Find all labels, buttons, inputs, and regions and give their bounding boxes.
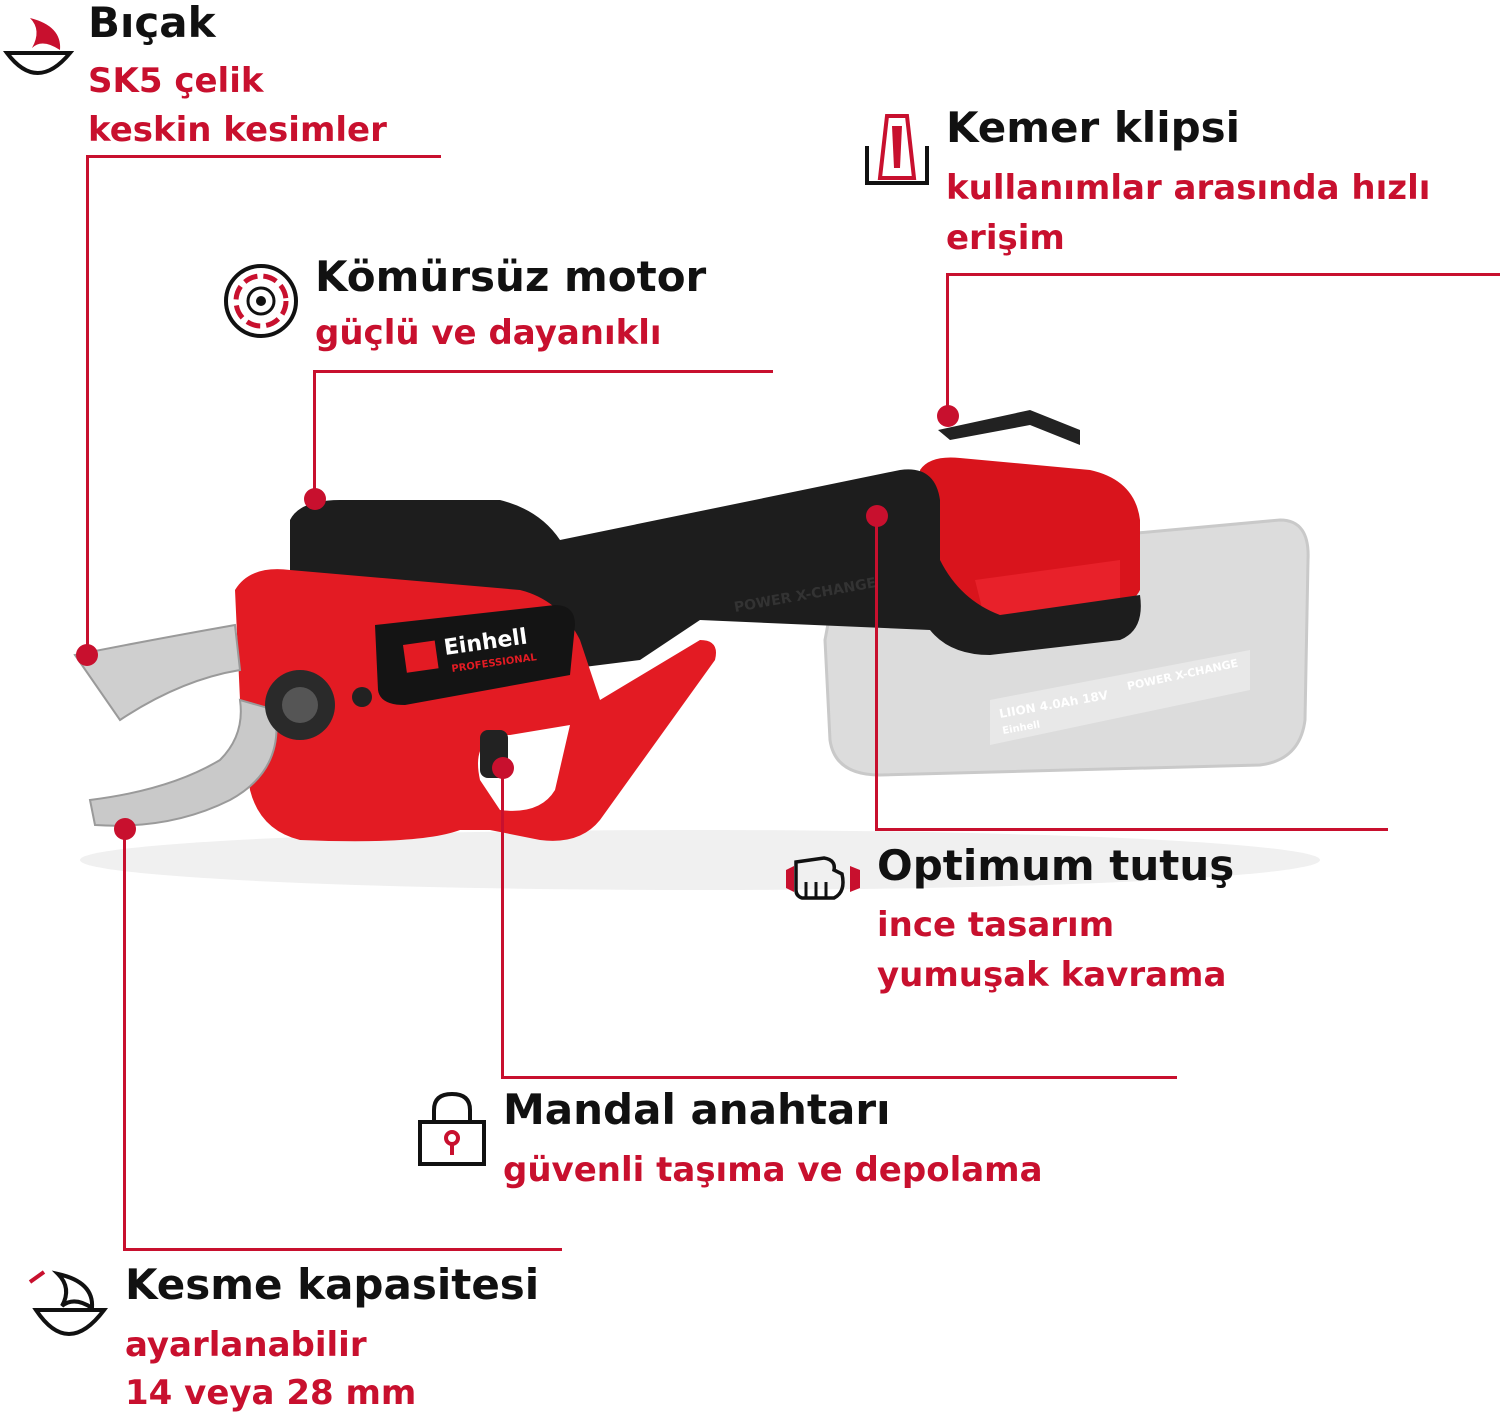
grip-subtitle-2: yumuşak kavrama (877, 955, 1227, 995)
capacity-subtitle-2: 14 veya 28 mm (125, 1373, 417, 1413)
motor-title: Kömürsüz motor (315, 252, 707, 301)
lock-leader-line (501, 768, 504, 1079)
hand-grip-icon (786, 856, 860, 900)
capacity-subtitle-1: ayarlanabilir (125, 1325, 367, 1365)
grip-subtitle-1: ince tasarım (877, 905, 1115, 945)
cutting-capacity-icon (28, 1270, 108, 1336)
blade-marker (76, 644, 98, 666)
padlock-icon (418, 1091, 486, 1166)
belt-clip-leader-line (946, 273, 1500, 276)
capacity-marker (114, 818, 136, 840)
belt-clip-subtitle-2: erişim (946, 218, 1065, 258)
lock-subtitle: güvenli taşıma ve depolama (503, 1150, 1043, 1190)
blade-title: Bıçak (88, 0, 216, 47)
blade-subtitle-2: keskin kesimler (88, 110, 387, 150)
motor-subtitle: güçlü ve dayanıklı (315, 313, 662, 353)
lock-marker (492, 757, 514, 779)
belt-clip-title: Kemer klipsi (946, 103, 1241, 152)
blade-icon (2, 18, 74, 75)
blade-subtitle-1: SK5 çelik (88, 61, 264, 101)
motor-leader-line (313, 370, 316, 498)
motor-leader-line (313, 370, 773, 373)
belt-clip-icon (865, 114, 929, 185)
capacity-leader-line (123, 828, 126, 1251)
lock-leader-line (501, 1076, 1177, 1079)
lock-title: Mandal anahtarı (503, 1085, 891, 1134)
motor-marker (304, 488, 326, 510)
grip-leader-line (875, 828, 1388, 831)
belt-clip-marker (937, 405, 959, 427)
motor-icon (224, 264, 298, 338)
belt-clip-leader-line (946, 273, 949, 415)
capacity-title: Kesme kapasitesi (125, 1260, 540, 1309)
blade-leader-line (86, 155, 89, 655)
belt-clip-subtitle-1: kullanımlar arasında hızlı (946, 168, 1431, 208)
grip-title: Optimum tutuş (877, 841, 1235, 890)
grip-marker (866, 505, 888, 527)
capacity-leader-line (123, 1248, 562, 1251)
blade-leader-line (86, 155, 441, 158)
grip-leader-line (875, 515, 878, 831)
